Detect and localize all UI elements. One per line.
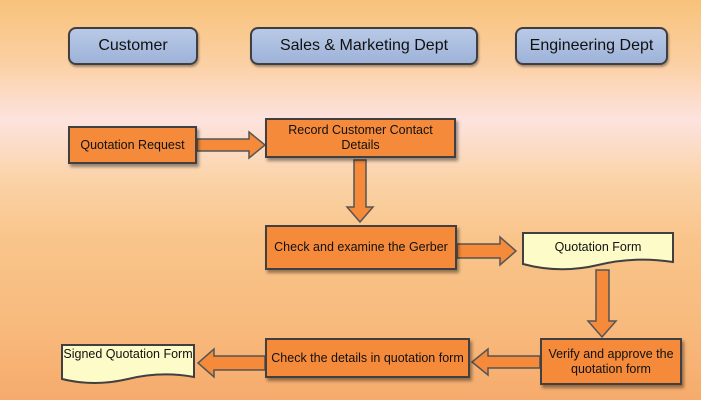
step-label: Check and examine the Gerber	[274, 240, 448, 254]
arrow-details-to-signed	[196, 347, 266, 379]
document-shape-icon	[522, 232, 674, 271]
lane-label-engineering: Engineering Dept	[529, 37, 654, 54]
arrow-request-to-record	[196, 130, 267, 160]
lane-header-engineering: Engineering Dept	[515, 27, 668, 65]
arrow-gerber-to-form	[456, 235, 518, 267]
step-verify-approve: Verify and approve the quotation form	[540, 338, 682, 385]
lane-header-customer: Customer	[68, 27, 198, 65]
step-label: Record Customer Contact Details	[288, 123, 433, 152]
step-check-details: Check the details in quotation form	[265, 338, 470, 378]
step-label: Check the details in quotation form	[271, 350, 464, 365]
step-quotation-request: Quotation Request	[68, 126, 197, 164]
arrow-verify-to-details	[470, 347, 541, 377]
step-check-gerber: Check and examine the Gerber	[265, 225, 457, 270]
arrow-record-to-gerber	[345, 159, 375, 224]
step-label: Verify and approve the quotation form	[548, 346, 674, 376]
lane-label-customer: Customer	[98, 37, 168, 54]
document-quotation-form: Quotation Form	[522, 232, 674, 272]
document-label: Signed Quotation Form	[63, 347, 193, 361]
document-label: Quotation Form	[554, 240, 642, 254]
step-record-contact: Record Customer Contact Details	[265, 118, 456, 158]
document-signed-quotation-form: Signed Quotation Form	[61, 344, 195, 386]
document-shape-icon	[61, 344, 195, 384]
step-label: Quotation Request	[80, 137, 185, 152]
arrow-form-to-verify	[586, 269, 618, 339]
lane-header-sales: Sales & Marketing Dept	[250, 27, 478, 65]
lane-label-sales: Sales & Marketing Dept	[279, 37, 449, 54]
